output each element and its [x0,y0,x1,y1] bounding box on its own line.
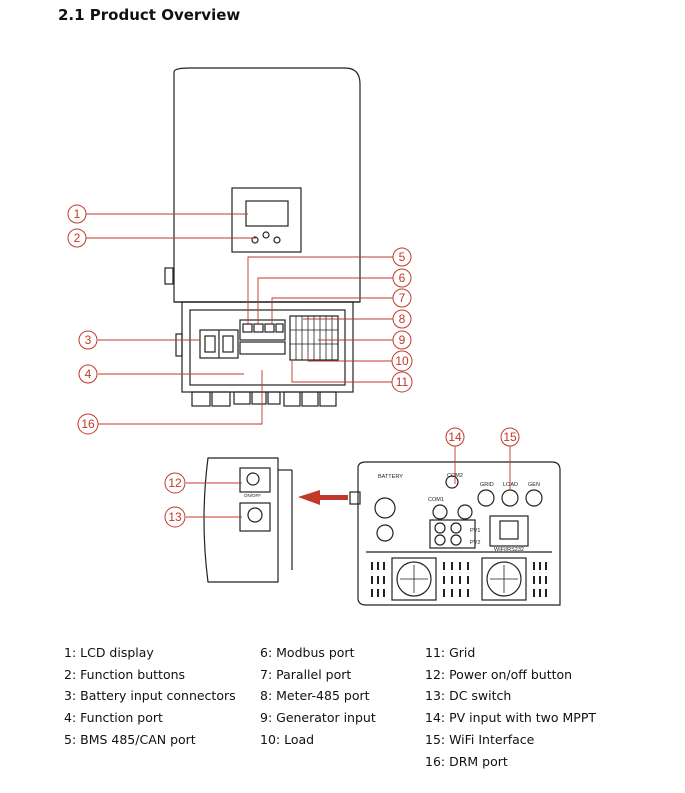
inverter-front-view [164,67,361,407]
svg-text:10: 10 [395,354,409,368]
svg-text:8: 8 [399,312,406,326]
legend-item: 10: Load [260,731,315,747]
legend-item: 14: PV input with two MPPT [425,710,597,726]
legend-item: 3: Battery input connectors [64,688,236,704]
legend-column-2: 6: Modbus port 7: Parallel port 8: Meter… [260,642,376,751]
svg-text:11: 11 [396,375,409,389]
product-diagram: BATTERY COM2 COM1 GRID LOAD GEN PV1 PV2 … [67,67,561,606]
lcd-display [245,200,289,227]
callout-11: 11 [391,371,413,393]
pv1-port-label: PV1 [470,528,480,534]
callout-10: 10 [391,350,413,372]
zoom-arrow [298,490,348,505]
svg-text:16: 16 [81,417,95,431]
com1-port-label: COM1 [428,497,444,503]
legend-item: 12: Power on/off button [425,666,573,682]
svg-text:12: 12 [168,476,182,490]
cable-glands [191,391,337,407]
svg-text:4: 4 [85,367,92,381]
leader-lines [86,213,394,425]
callout-12: 12 [164,472,186,494]
grid-port-label: GRID [480,482,494,488]
callout-3: 3 [78,330,98,350]
callout-5: 5 [392,247,412,267]
legend-item: 4: Function port [64,710,163,726]
svg-text:13: 13 [168,510,182,524]
legend-item: 7: Parallel port [260,666,352,682]
wifi-port-label: WIFI/RS232 [494,547,524,553]
legend-item: 6: Modbus port [260,645,355,660]
legend-item: 13: DC switch [425,688,512,704]
legend-item: 16: DRM port [425,753,508,769]
inverter-bottom-view [349,461,561,606]
svg-text:6: 6 [399,271,406,285]
callout-14: 14 [445,427,465,447]
legend-column-3: 11: Grid 12: Power on/off button 13: DC … [425,642,596,772]
svg-text:2: 2 [74,231,81,245]
svg-text:1: 1 [74,207,81,221]
legend-item: 5: BMS 485/CAN port [64,731,196,747]
battery-port-label: BATTERY [378,474,403,480]
on-off-label: ON/OFF [244,493,261,498]
callout-markers: 1 2 3 4 5 6 7 8 9 10 11 12 13 14 15 16 [67,204,520,528]
svg-text:7: 7 [399,291,406,305]
legend-item: 2: Function buttons [64,666,186,682]
svg-text:3: 3 [85,333,92,347]
callout-9: 9 [392,330,412,350]
legend-item: 15: WiFi Interface [425,731,535,747]
legend-item: 8: Meter-485 port [260,688,370,704]
legend-item: 1: LCD display [64,645,154,660]
callout-2: 2 [67,228,87,248]
svg-text:9: 9 [399,333,406,347]
svg-text:5: 5 [399,250,406,264]
side-detail-view [203,457,293,583]
legend-column-1: 1: LCD display 2: Function buttons 3: Ba… [64,642,236,751]
callout-1: 1 [67,204,87,224]
svg-text:14: 14 [448,430,462,444]
callout-4: 4 [78,364,98,384]
load-port-label: LOAD [503,482,518,488]
callout-13: 13 [164,506,186,528]
legend-item: 11: Grid [425,645,476,660]
pv2-port-label: PV2 [470,540,480,546]
callout-15: 15 [500,427,520,447]
section-title: 2.1 Product Overview [58,6,241,24]
callout-7: 7 [392,288,412,308]
legend-item: 9: Generator input [260,710,376,726]
svg-text:15: 15 [503,430,517,444]
callout-16: 16 [77,413,99,435]
callout-8: 8 [392,309,412,329]
gen-port-label: GEN [528,482,540,488]
callout-6: 6 [392,268,412,288]
